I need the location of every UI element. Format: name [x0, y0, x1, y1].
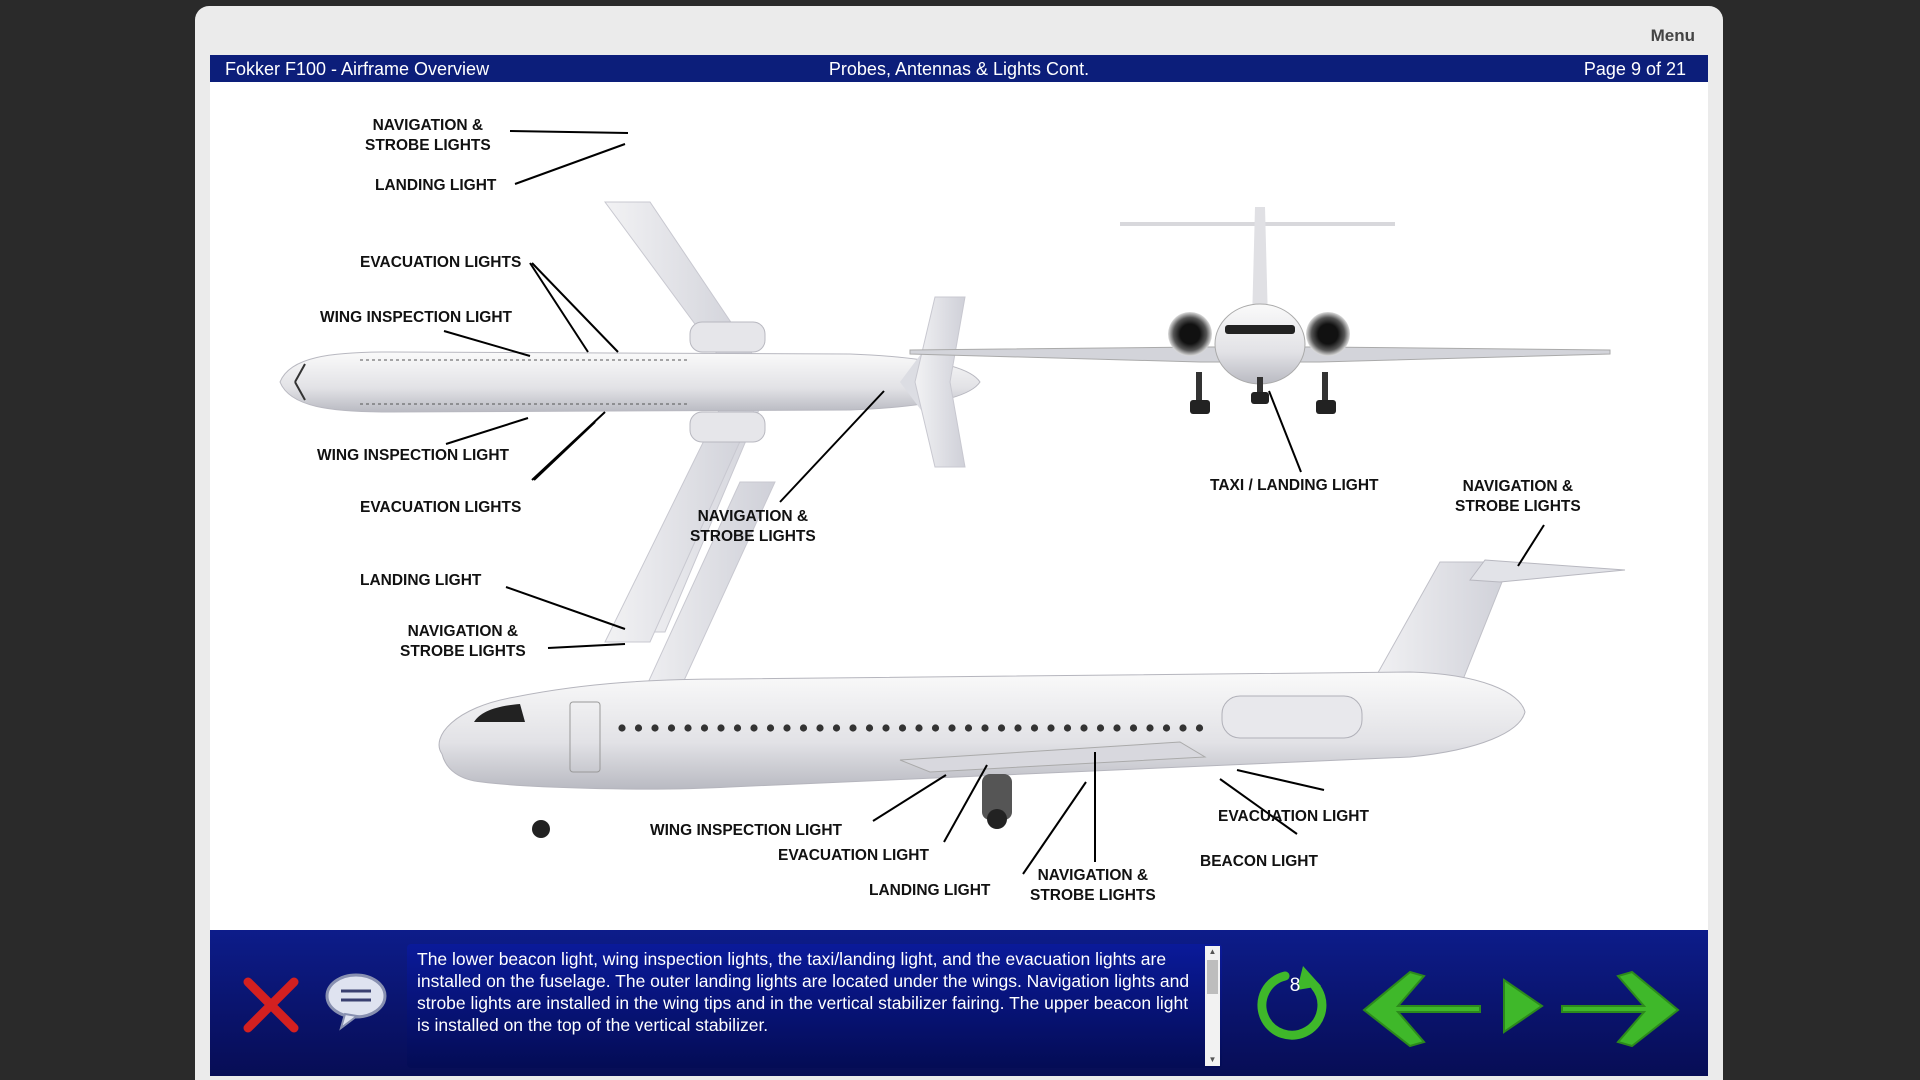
side-view-windows: [618, 724, 1204, 732]
side-view-aircraft: [438, 559, 1626, 838]
course-title: Fokker F100 - Airframe Overview: [225, 59, 490, 79]
title-bar: Fokker F100 - Airframe Overview Probes, …: [210, 55, 1708, 82]
narration-text: The lower beacon light, wing inspection …: [417, 949, 1190, 1035]
page-indicator: Page 9 of 21: [1583, 59, 1686, 79]
diagram-area: NAVIGATION &STROBE LIGHTS LANDING LIGHT …: [210, 82, 1708, 930]
callout-top-nav-strobe-upper: NAVIGATION &STROBE LIGHTS: [365, 117, 491, 154]
scroll-up-arrow-icon[interactable]: ▲: [1208, 947, 1217, 956]
cabin-window: [882, 724, 890, 732]
callout-side-nav-strobe-wing: NAVIGATION &STROBE LIGHTS: [1030, 867, 1156, 904]
cabin-window: [783, 724, 791, 732]
cabin-window: [1047, 724, 1055, 732]
cabin-window: [618, 724, 626, 732]
cabin-window: [1179, 724, 1187, 732]
cabin-window: [1162, 724, 1171, 732]
cabin-window: [667, 724, 676, 732]
cabin-window: [1146, 724, 1154, 732]
scroll-thumb[interactable]: [1207, 960, 1218, 994]
cabin-window: [832, 724, 841, 732]
cabin-window: [733, 724, 742, 732]
cabin-window: [898, 724, 907, 732]
cabin-window: [865, 724, 874, 732]
cabin-window: [634, 724, 643, 732]
callout-side-landing: LANDING LIGHT: [869, 882, 991, 899]
cabin-window: [799, 724, 808, 732]
callout-top-nav-strobe-lower: NAVIGATION &STROBE LIGHTS: [400, 623, 526, 660]
callout-top-landing-lower: LANDING LIGHT: [360, 572, 482, 589]
cabin-window: [750, 724, 758, 732]
narration-toggle-button[interactable]: [323, 970, 389, 1032]
cabin-window: [1113, 724, 1121, 732]
cabin-window: [1030, 724, 1039, 732]
callout-side-evac-mid: EVACUATION LIGHT: [778, 847, 929, 864]
cabin-window: [1063, 724, 1072, 732]
callout-top-wing-insp-upper: WING INSPECTION LIGHT: [320, 309, 513, 326]
section-title: Probes, Antennas & Lights Cont.: [828, 59, 1090, 79]
callout-top-evac-upper: EVACUATION LIGHTS: [360, 254, 522, 271]
play-icon: [1503, 978, 1544, 1034]
next-button[interactable]: [1560, 968, 1684, 1048]
front-view-aircraft: [909, 207, 1611, 414]
callout-top-evac-lower: EVACUATION LIGHTS: [360, 499, 522, 516]
replay-count: 8: [1289, 975, 1301, 996]
cabin-window: [981, 724, 989, 732]
cabin-window: [766, 724, 775, 732]
speech-bubble-icon: [325, 973, 387, 1031]
cabin-window: [948, 724, 956, 732]
narration-scrollbar[interactable]: ▲ ▼: [1205, 946, 1220, 1066]
cabin-window: [849, 724, 857, 732]
cabin-window: [1129, 724, 1138, 732]
cabin-window: [700, 724, 709, 732]
cabin-window: [1096, 724, 1105, 732]
callout-top-nav-strobe-tail: NAVIGATION &STROBE LIGHTS: [690, 508, 816, 545]
callout-side-evac-rear: EVACUATION LIGHT: [1218, 808, 1369, 825]
cabin-window: [1080, 724, 1088, 732]
cabin-window: [816, 724, 824, 732]
cabin-window: [1014, 724, 1022, 732]
cabin-window: [931, 724, 940, 732]
close-x-icon: [243, 977, 299, 1033]
arrow-right-icon: [1561, 970, 1680, 1048]
cabin-window: [717, 724, 725, 732]
cabin-window: [964, 724, 973, 732]
close-button[interactable]: [240, 976, 302, 1034]
callout-side-beacon: BEACON LIGHT: [1200, 853, 1318, 870]
replay-button[interactable]: [1255, 964, 1337, 1044]
menu-button[interactable]: Menu: [1650, 26, 1695, 45]
cabin-window: [997, 724, 1006, 732]
callout-top-wing-insp-lower: WING INSPECTION LIGHT: [317, 447, 510, 464]
play-button[interactable]: [1500, 976, 1546, 1036]
back-button[interactable]: [1358, 968, 1482, 1048]
control-bar: The lower beacon light, wing inspection …: [210, 930, 1708, 1076]
cabin-window: [1195, 724, 1204, 732]
aircraft-diagram: [279, 130, 1626, 875]
arrow-left-icon: [1362, 970, 1481, 1048]
scroll-down-arrow-icon[interactable]: ▼: [1208, 1055, 1217, 1064]
narration-panel[interactable]: The lower beacon light, wing inspection …: [407, 944, 1222, 1068]
replay-arrow-icon: [1257, 966, 1327, 1040]
cabin-window: [915, 724, 923, 732]
callout-front-taxi-landing: TAXI / LANDING LIGHT: [1210, 477, 1379, 494]
callout-top-landing-upper: LANDING LIGHT: [375, 177, 497, 194]
callout-side-nav-strobe-tail: NAVIGATION &STROBE LIGHTS: [1455, 478, 1581, 515]
top-view-aircraft: [279, 201, 981, 723]
app-window: Menu Fokker F100 - Airframe Overview Pro…: [195, 6, 1723, 1080]
callout-side-wing-insp: WING INSPECTION LIGHT: [650, 822, 843, 839]
leader-lines: [443, 130, 1545, 875]
cabin-window: [651, 724, 659, 732]
cabin-window: [684, 724, 692, 732]
